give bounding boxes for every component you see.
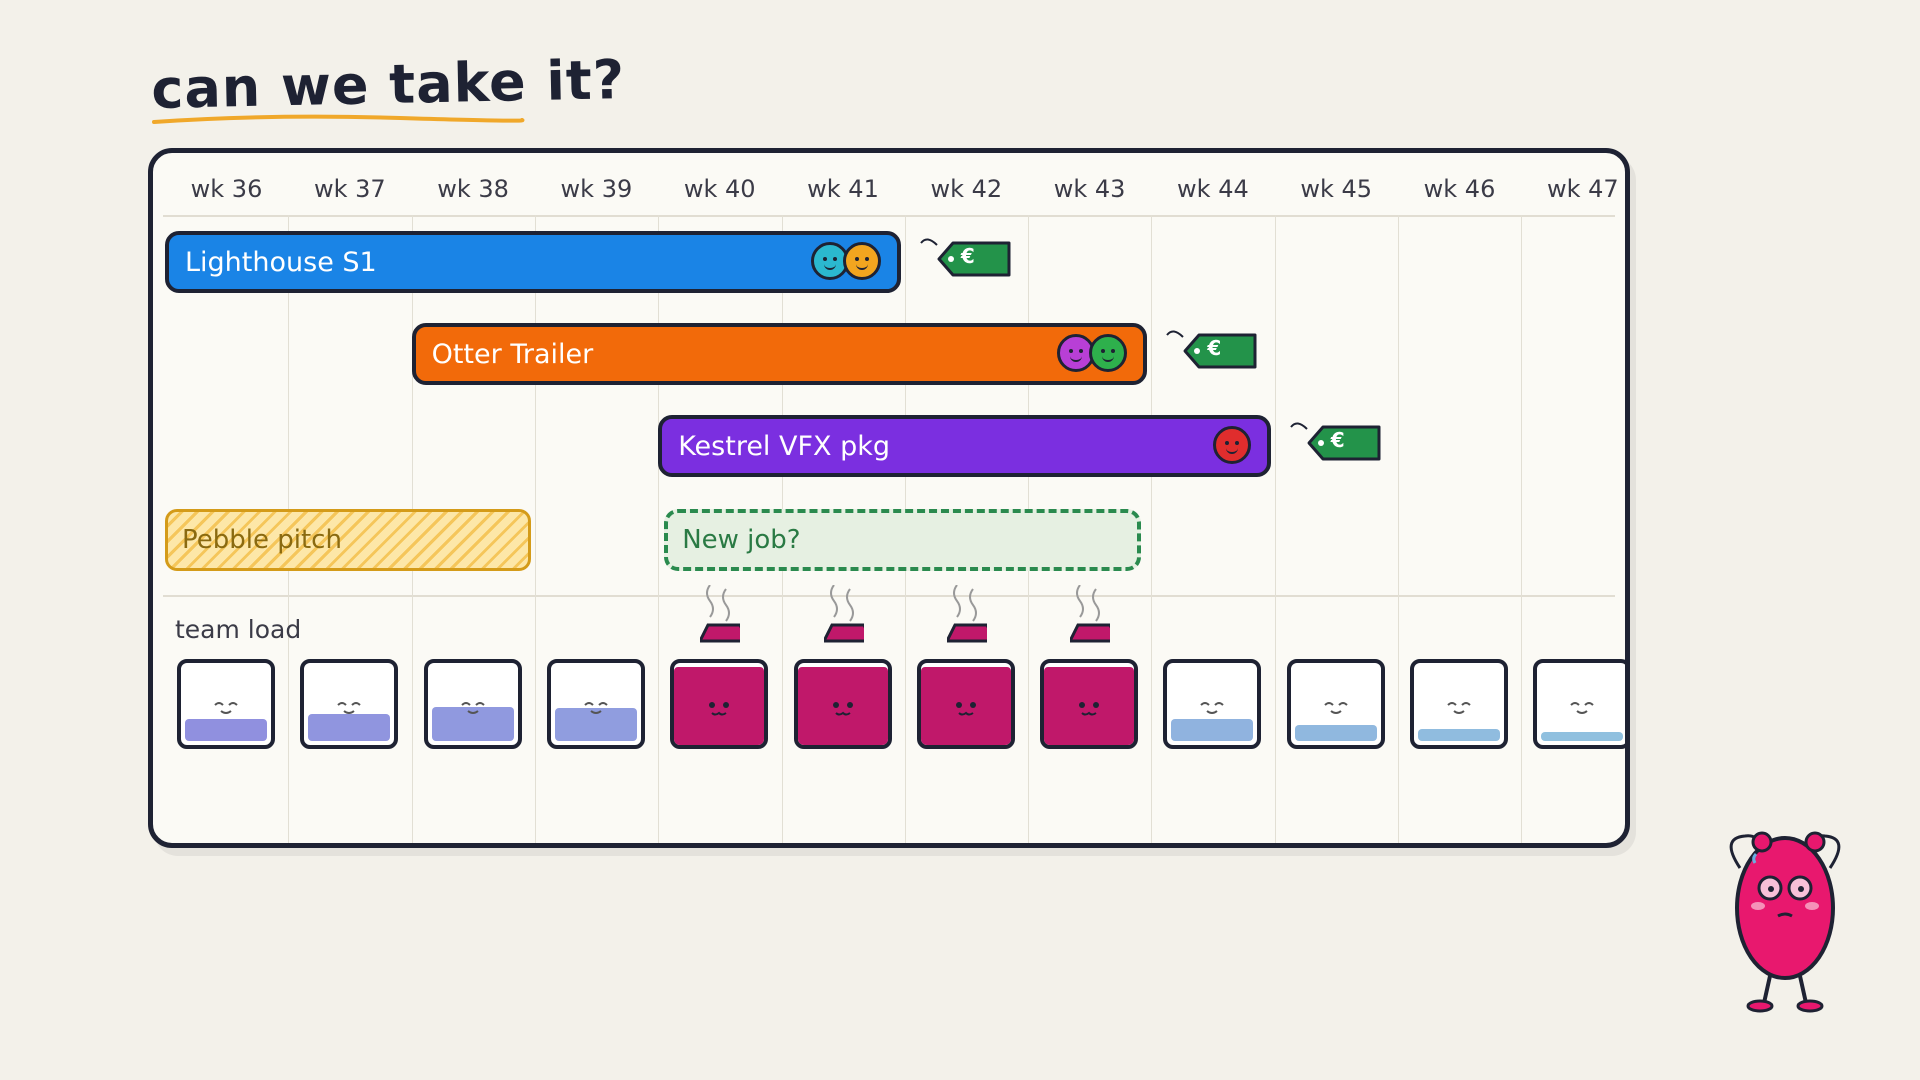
team-load-meter [177, 659, 275, 749]
smiley-avatar-icon [1212, 426, 1251, 464]
team-load-meter [670, 659, 769, 749]
load-fill [1044, 667, 1135, 745]
load-fill [185, 719, 267, 741]
new-job-label: New job? [682, 525, 801, 555]
week-label: wk 39 [560, 175, 633, 203]
team-load-meter [423, 659, 522, 749]
week-label: wk 36 [190, 175, 263, 203]
team-load-meter [1163, 659, 1262, 749]
assignee-avatars [1057, 334, 1128, 372]
load-divider [163, 595, 1615, 597]
load-face-icon [428, 699, 518, 715]
week-gridline [1398, 215, 1399, 843]
team-load-meter [1533, 659, 1625, 749]
price-tag-icon[interactable]: € [919, 235, 1015, 287]
steam-icon [821, 584, 874, 659]
price-tag-label: € [1330, 428, 1345, 452]
team-load-meter [1040, 659, 1139, 749]
week-label: wk 47 [1546, 175, 1619, 203]
load-fill [1541, 732, 1624, 741]
project-name: Lighthouse S1 [185, 246, 377, 278]
load-fill [797, 667, 888, 745]
week-gridline [1521, 215, 1523, 843]
team-load-label: team load [175, 615, 302, 644]
load-fill [674, 667, 765, 745]
team-load-meter [916, 659, 1015, 749]
steam-icon [1067, 584, 1121, 659]
price-tag-icon[interactable]: € [1289, 419, 1385, 471]
load-face-icon [1414, 699, 1504, 715]
week-label: wk 37 [313, 175, 386, 203]
load-face-icon [304, 699, 394, 715]
team-load-meter [1286, 659, 1385, 749]
project-name: Otter Trailer [431, 338, 594, 370]
week-gridline [658, 215, 660, 843]
header-divider [163, 215, 1615, 217]
load-face-icon [674, 699, 764, 716]
smiley-avatar-icon [1089, 334, 1128, 372]
steam-icon [697, 584, 751, 659]
week-gridline [1274, 215, 1276, 843]
pebble-pitch-bar[interactable]: Pebble pitch [165, 509, 531, 571]
week-gridline [534, 215, 536, 843]
week-label: wk 41 [807, 175, 879, 203]
assignee-avatars [1212, 426, 1251, 464]
load-face-icon [551, 699, 641, 715]
week-label: wk 44 [1177, 175, 1249, 203]
price-tag-label: € [960, 244, 975, 268]
load-face-icon [181, 699, 271, 715]
week-label: wk 42 [930, 175, 1003, 203]
load-fill [1171, 719, 1254, 741]
smiley-avatar-icon [1057, 334, 1096, 372]
week-label: wk 43 [1053, 175, 1126, 203]
load-face-icon [1291, 699, 1381, 715]
project-bar[interactable]: Lighthouse S1 [165, 231, 901, 293]
load-fill [920, 667, 1011, 745]
load-face-icon [1537, 699, 1625, 715]
load-fill [308, 714, 391, 741]
team-load-meter [1410, 659, 1508, 749]
load-face-icon [921, 699, 1011, 716]
team-load-meter [300, 659, 399, 749]
week-gridline [1151, 215, 1153, 843]
load-face-icon [798, 699, 888, 716]
worried-mascot-icon [1729, 831, 1841, 1013]
week-label: wk 40 [683, 175, 756, 203]
project-name: Kestrel VFX pkg [678, 430, 891, 462]
load-fill [1294, 725, 1377, 741]
week-label: wk 46 [1423, 175, 1496, 203]
planning-board: wk 36 wk 37 wk 38 wk 39 wk 40 wk 41 wk 42 wk 43… [148, 148, 1630, 848]
load-face-icon [1044, 699, 1134, 716]
assignee-avatars [810, 242, 881, 280]
smiley-avatar-icon [842, 242, 881, 280]
team-load-meter [546, 659, 645, 749]
title-underline [152, 114, 525, 124]
load-fill [1418, 729, 1500, 741]
pebble-pitch-label: Pebble pitch [182, 525, 342, 555]
project-bar[interactable]: Otter Trailer [411, 323, 1148, 385]
load-face-icon [1167, 699, 1257, 715]
team-load-meter [793, 659, 892, 749]
steam-icon [944, 584, 998, 659]
new-job-placeholder[interactable]: New job? [664, 509, 1142, 571]
price-tag-label: € [1207, 336, 1222, 360]
week-label: wk 38 [437, 175, 509, 203]
project-bar[interactable]: Kestrel VFX pkg [658, 415, 1271, 477]
price-tag-icon[interactable]: € [1165, 327, 1261, 379]
week-label: wk 45 [1300, 175, 1373, 203]
